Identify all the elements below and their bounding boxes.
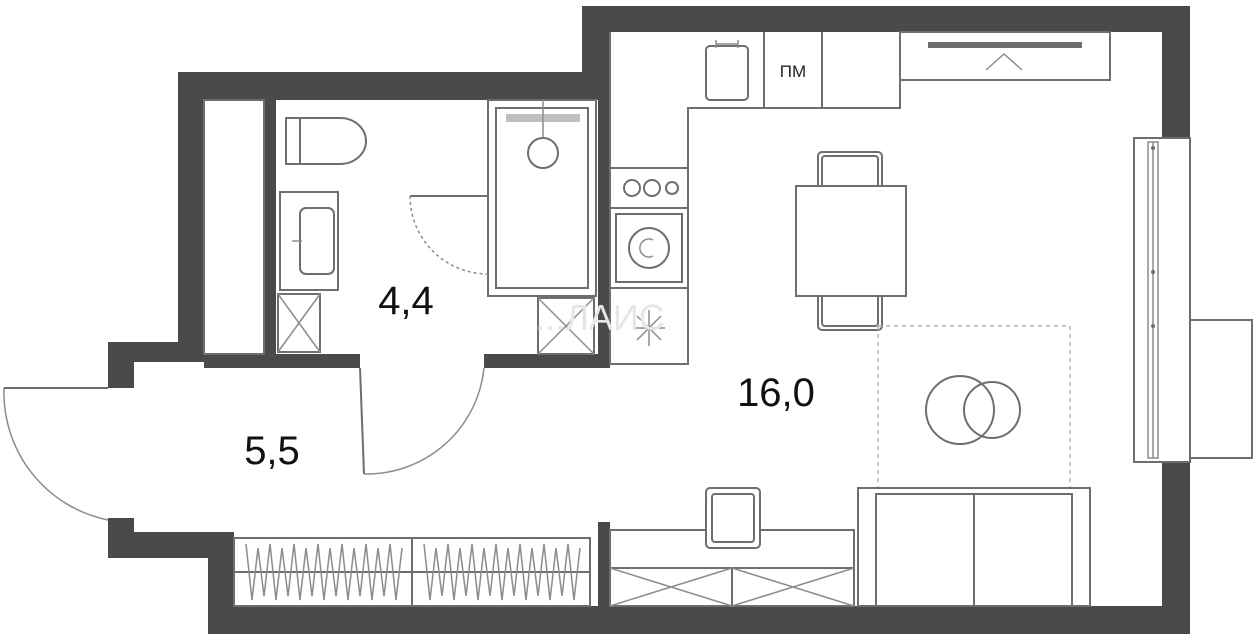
interior-walls <box>204 100 610 608</box>
hall-area-label: 5,5 <box>244 429 300 473</box>
dishwasher-label: ПМ <box>780 62 806 81</box>
outer-walls <box>108 6 1190 634</box>
entrance-door <box>3 387 109 521</box>
stove <box>609 167 689 209</box>
desk <box>609 529 855 607</box>
hall-door <box>359 367 485 475</box>
watermark: ...ЛАИС <box>535 297 665 338</box>
kitchen-sink <box>705 40 749 101</box>
wardrobe <box>233 537 591 607</box>
pendant-light <box>925 375 1021 445</box>
kitchen-counter <box>609 32 901 169</box>
vent-shaft-left <box>277 293 321 353</box>
toilet <box>285 117 367 165</box>
shower-tray <box>487 99 597 297</box>
dining-set <box>795 151 907 331</box>
sink <box>279 191 339 291</box>
upper-cabinet <box>899 31 1111 81</box>
rug-area <box>877 325 1071 489</box>
bathroom-area-label: 4,4 <box>378 279 434 323</box>
storage-niche <box>203 99 265 355</box>
washing-machine <box>609 207 689 289</box>
desk-chair <box>705 487 761 549</box>
window-right <box>1133 137 1191 463</box>
sofa <box>857 487 1091 607</box>
bathroom-door <box>409 195 489 275</box>
vent-shaft-right <box>537 297 595 355</box>
freezer <box>609 287 689 365</box>
balcony-box <box>1189 319 1253 459</box>
living-area-label: 16,0 <box>737 371 815 415</box>
